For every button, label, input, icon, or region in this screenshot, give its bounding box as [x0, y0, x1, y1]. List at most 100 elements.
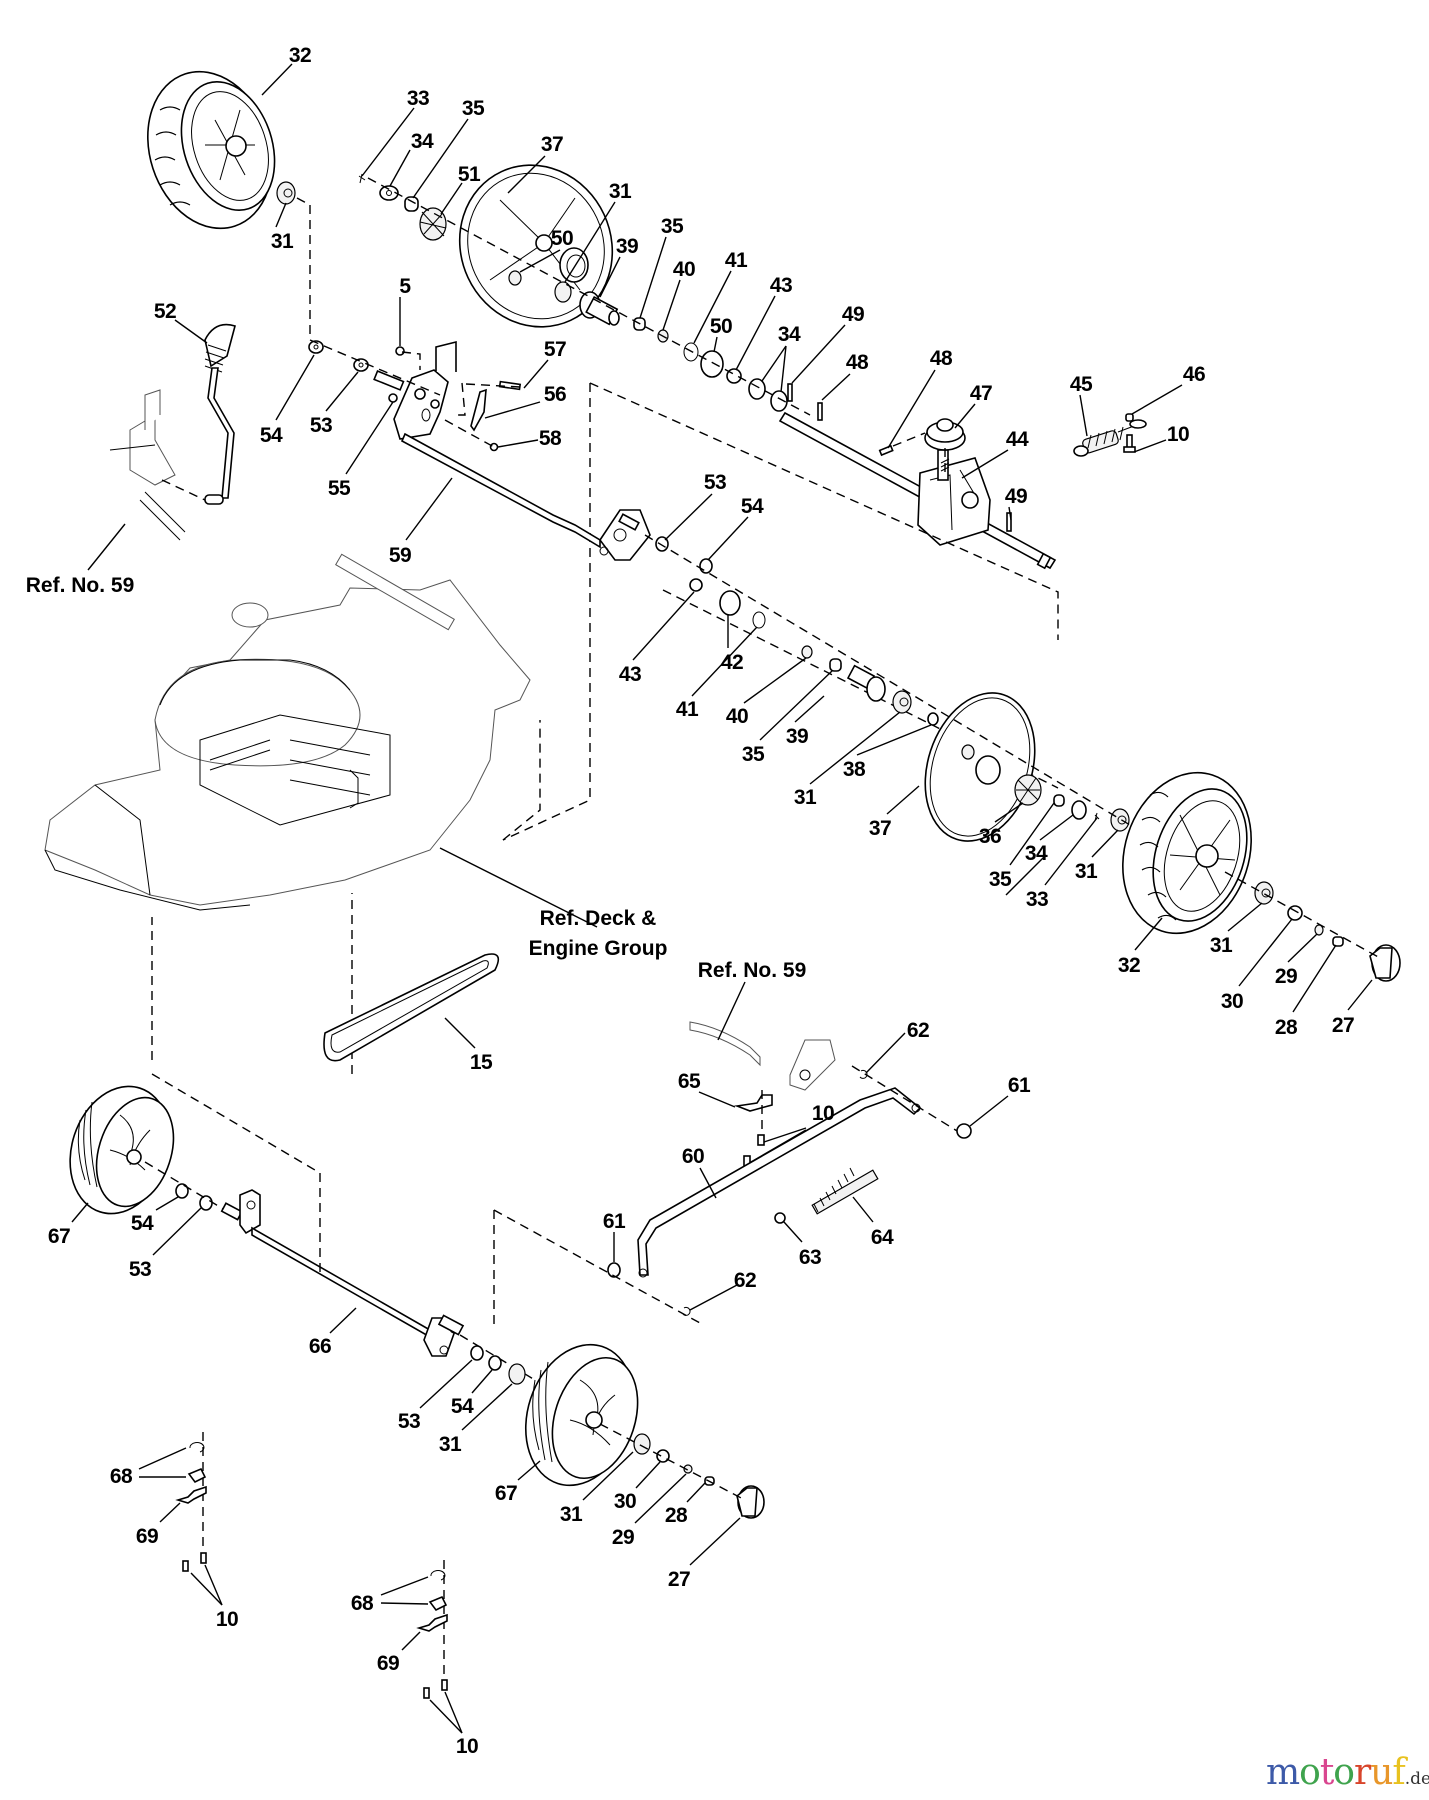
callout-28: 28	[1275, 1016, 1298, 1039]
callout-53: 53	[704, 471, 726, 494]
ring-41a	[683, 342, 699, 362]
callout-27: 27	[1332, 1014, 1354, 1037]
callout-35: 35	[742, 743, 765, 766]
callout-28: 28	[665, 1504, 688, 1527]
callout-27: 27	[668, 1568, 690, 1591]
height-adjust-left	[175, 1432, 207, 1572]
callout-41: 41	[676, 698, 699, 721]
watermark-letter: r	[1353, 1752, 1371, 1793]
callout-10: 10	[216, 1608, 238, 1631]
watermark-letter: u	[1370, 1752, 1393, 1793]
motoruf-watermark-logo: motoruf.de	[1266, 1752, 1429, 1793]
callout-49: 49	[842, 303, 864, 326]
clip-62a	[859, 1069, 868, 1079]
callout-55: 55	[328, 477, 351, 500]
callout-44: 44	[1006, 428, 1029, 451]
bearing-31a	[276, 181, 296, 205]
callout-40: 40	[726, 705, 748, 728]
callout-63: 63	[799, 1246, 821, 1269]
control-rod-60	[637, 1087, 922, 1278]
callout-31: 31	[609, 180, 632, 203]
pin-48a	[817, 402, 823, 421]
clip-65	[733, 1094, 773, 1112]
callout-36: 36	[979, 825, 1001, 848]
washer-50b	[700, 350, 724, 378]
lever-52	[204, 323, 236, 505]
callout-52: 52	[154, 300, 176, 323]
callout-53: 53	[310, 414, 332, 437]
top-axle-parts	[358, 164, 823, 421]
callout-49: 49	[1005, 485, 1027, 508]
watermark-letter: o	[1299, 1752, 1321, 1793]
callout-35: 35	[462, 97, 485, 120]
ref-59-ghost-bracket	[109, 389, 206, 541]
callout-53: 53	[398, 1410, 420, 1433]
callout-10: 10	[812, 1102, 834, 1125]
callout-30: 30	[614, 1490, 636, 1513]
callout-66: 66	[309, 1335, 331, 1358]
callout-32: 32	[289, 44, 311, 67]
bearing-31f	[508, 1363, 526, 1385]
callout-38: 38	[843, 758, 866, 781]
callout-67: 67	[495, 1482, 517, 1505]
callout-33: 33	[1026, 888, 1048, 911]
callout-62: 62	[734, 1269, 756, 1292]
callout-47: 47	[970, 382, 992, 405]
callout-48: 48	[930, 347, 953, 370]
callout-69: 69	[136, 1525, 158, 1548]
watermark-letter: f	[1392, 1752, 1405, 1793]
callout-54: 54	[741, 495, 764, 518]
callout-50: 50	[551, 227, 573, 250]
callout-31: 31	[1075, 860, 1098, 883]
callout-43: 43	[619, 663, 641, 686]
washer-54d	[488, 1355, 502, 1371]
callout-31: 31	[271, 230, 294, 253]
callout-68: 68	[110, 1465, 133, 1488]
pinion-gear-36	[1014, 774, 1042, 806]
callout-59: 59	[389, 544, 411, 567]
nut-46	[1125, 413, 1134, 422]
callout-30: 30	[1221, 990, 1243, 1013]
callout-39: 39	[616, 235, 638, 258]
callout-61: 61	[1008, 1074, 1031, 1097]
washer-53d	[470, 1345, 484, 1361]
callout-46: 46	[1183, 363, 1205, 386]
watermark-tld: .de	[1404, 1769, 1429, 1789]
callout-34: 34	[778, 323, 801, 346]
bracket-parts-5-58	[308, 340, 522, 452]
washer-54c	[175, 1183, 189, 1199]
watermark-wordmark: motoruf	[1266, 1752, 1406, 1793]
callout-31: 31	[794, 786, 817, 809]
callout-35: 35	[989, 868, 1012, 891]
washer-34b	[748, 378, 766, 400]
key-48b	[878, 444, 894, 457]
ref-deck-label-line1: Ref. Deck &	[540, 907, 657, 930]
lower-axle-parts	[655, 536, 1130, 842]
callout-29: 29	[1275, 965, 1297, 988]
callout-10: 10	[1167, 423, 1189, 446]
callout-39: 39	[786, 725, 808, 748]
callout-37: 37	[869, 817, 891, 840]
washer-53c	[199, 1195, 213, 1211]
leader-ref-deck	[439, 847, 598, 928]
callout-57: 57	[544, 338, 566, 361]
callout-35: 35	[661, 215, 684, 238]
callout-54: 54	[131, 1212, 154, 1235]
front-axle-66	[220, 1189, 465, 1357]
callout-58: 58	[539, 427, 562, 450]
callout-45: 45	[1070, 373, 1093, 396]
deck-engine-group	[44, 553, 531, 911]
callout-33: 33	[407, 87, 429, 110]
washer-61a	[956, 1123, 972, 1139]
watermark-letter: o	[1333, 1752, 1355, 1793]
callout-29: 29	[612, 1526, 634, 1549]
callout-65: 65	[678, 1070, 701, 1093]
bearing-31b	[554, 281, 572, 303]
pulley-47	[924, 418, 966, 451]
transaxle-44	[778, 411, 1057, 570]
callout-40: 40	[673, 258, 695, 281]
ring-63	[774, 1212, 786, 1224]
callout-67: 67	[48, 1225, 70, 1248]
callout-41: 41	[725, 249, 748, 272]
shift-rod-59	[393, 340, 651, 561]
